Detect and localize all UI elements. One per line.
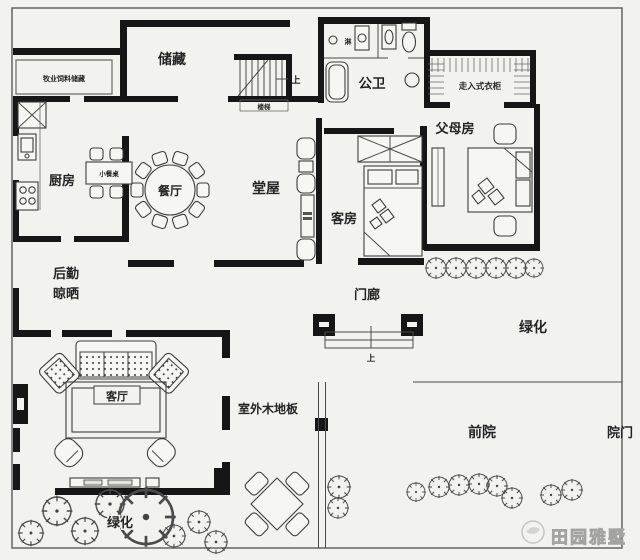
label-storage: 储藏 <box>157 51 186 68</box>
porch-steps <box>324 326 414 349</box>
label-porch: 门廊 <box>354 287 380 303</box>
label-stairs: 楼梯 <box>258 102 272 111</box>
parents-room-furniture <box>431 123 533 237</box>
label-front-yard: 前院 <box>468 424 496 441</box>
bathroom-fixtures <box>324 22 424 103</box>
label-kitchen: 厨房 <box>49 173 75 189</box>
label-feed-storage: 牧业饲料储藏 <box>43 74 85 83</box>
closet-racks <box>428 58 530 95</box>
label-laundry-1: 后勤 <box>53 266 79 282</box>
label-hall: 堂屋 <box>252 180 280 197</box>
label-laundry-2: 晾晒 <box>53 286 79 302</box>
site-boundary <box>11 7 623 549</box>
label-parents-room: 父母房 <box>434 121 474 137</box>
label-deck: 室外木地板 <box>238 401 299 416</box>
label-shower: 淋 <box>345 37 352 46</box>
label-bathroom: 公卫 <box>359 76 386 92</box>
label-gate: 院门 <box>607 425 633 441</box>
guest-room-furniture <box>357 135 423 257</box>
feed-storage-room <box>15 59 113 95</box>
dining-table <box>130 150 210 230</box>
label-greenery-right: 绿化 <box>519 319 547 336</box>
shrub-row-east <box>424 256 545 280</box>
yard-lines <box>318 381 622 548</box>
living-room-furniture <box>38 340 190 488</box>
porch-columns <box>313 314 423 336</box>
shrub-row-front-yard <box>326 472 584 520</box>
label-dining: 餐厅 <box>158 183 182 198</box>
living-window <box>13 384 28 424</box>
label-closet: 走入式衣柜 <box>458 81 502 92</box>
walls <box>13 17 540 495</box>
living-room-label-box <box>93 385 141 405</box>
watermark-text: 田园雅墅 <box>551 527 627 548</box>
label-greenery-bottom: 绿化 <box>107 515 133 531</box>
label-small-table: 小餐桌 <box>98 169 119 178</box>
hall-furniture <box>296 137 316 261</box>
bird-logo-icon <box>521 520 545 544</box>
label-porch-up: 上 <box>367 353 376 364</box>
label-guest-room: 客房 <box>331 211 357 227</box>
small-dining-table <box>85 147 133 199</box>
staircase <box>237 59 289 112</box>
watermark: 田园雅墅 <box>521 520 627 548</box>
outdoor-table <box>244 471 310 537</box>
label-living-room: 客厅 <box>105 389 128 403</box>
label-stairs-up: 上 <box>291 74 300 86</box>
kitchen-fixtures <box>15 101 47 211</box>
